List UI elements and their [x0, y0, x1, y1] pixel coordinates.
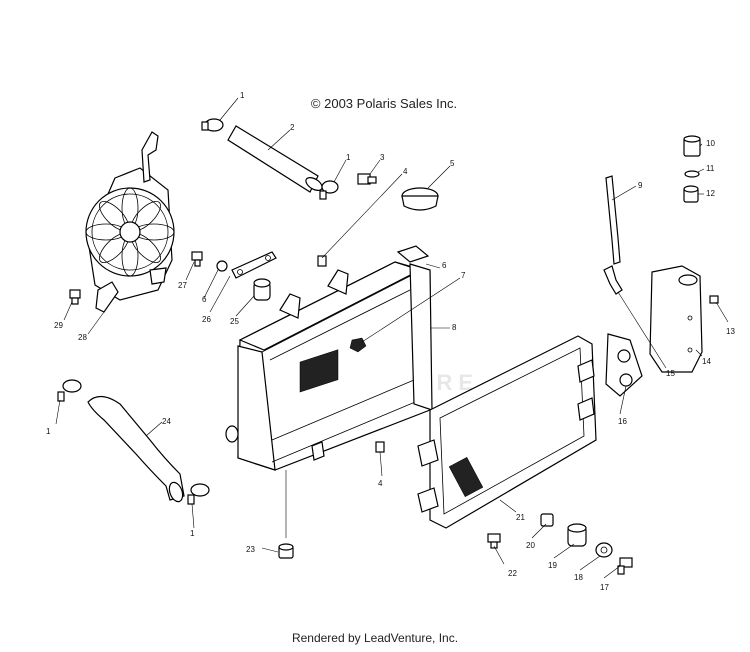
- callout-17: 17: [600, 583, 609, 592]
- callout-21: 21: [516, 513, 525, 522]
- callout-1-d: 1: [190, 529, 195, 538]
- grommet-25[interactable]: [253, 278, 271, 301]
- callout-9: 9: [638, 181, 643, 190]
- clamp-1-left[interactable]: [57, 379, 82, 402]
- bolt-17[interactable]: [617, 557, 633, 575]
- washer-18[interactable]: [595, 542, 613, 558]
- clamp-1-top[interactable]: [201, 118, 224, 132]
- bolt-29[interactable]: [69, 289, 81, 305]
- callout-27: 27: [178, 281, 187, 290]
- cap-10[interactable]: [683, 135, 701, 157]
- callout-14: 14: [702, 357, 711, 366]
- callout-13: 13: [726, 327, 735, 336]
- clip-4-bottom[interactable]: [375, 441, 385, 453]
- bracket-16[interactable]: [605, 333, 643, 397]
- callout-22: 22: [508, 569, 517, 578]
- callout-8: 8: [452, 323, 457, 332]
- callout-28: 28: [78, 333, 87, 342]
- screw-13[interactable]: [709, 295, 719, 304]
- callout-26: 26: [202, 315, 211, 324]
- hose-2[interactable]: [227, 125, 324, 193]
- footer-credit: Rendered by LeadVenture, Inc.: [291, 631, 459, 645]
- radiator-cap-5[interactable]: [401, 187, 439, 211]
- clamp-1-right[interactable]: [187, 483, 210, 505]
- bolt-27[interactable]: [191, 251, 203, 267]
- callout-1-a: 1: [240, 91, 245, 100]
- callout-10: 10: [706, 139, 715, 148]
- callout-6-a: 6: [442, 261, 447, 270]
- nut-7[interactable]: [349, 337, 367, 353]
- hose-24[interactable]: [87, 395, 185, 503]
- callout-6-b: 6: [202, 295, 207, 304]
- shroud-21[interactable]: [417, 335, 597, 529]
- washer-6[interactable]: [216, 260, 228, 272]
- callout-7: 7: [461, 271, 466, 280]
- bracket-26[interactable]: [231, 251, 277, 279]
- fitting-3[interactable]: [357, 173, 377, 185]
- callout-11: 11: [706, 164, 715, 173]
- leader-lines: [55, 97, 729, 579]
- callout-4-b: 4: [378, 479, 383, 488]
- callout-25: 25: [230, 317, 239, 326]
- callout-4-a: 4: [403, 167, 408, 176]
- callout-20: 20: [526, 541, 535, 550]
- callout-19: 19: [548, 561, 557, 570]
- callout-12: 12: [706, 189, 715, 198]
- callout-1-c: 1: [46, 427, 51, 436]
- neck-12[interactable]: [683, 185, 699, 203]
- clamp-1-mid[interactable]: [319, 180, 339, 200]
- callout-24: 24: [162, 417, 171, 426]
- coolant-reservoir-14[interactable]: [649, 265, 703, 373]
- callout-18: 18: [574, 573, 583, 582]
- grommet-19[interactable]: [567, 523, 587, 547]
- fitting-15[interactable]: [603, 265, 623, 295]
- callout-16: 16: [618, 417, 627, 426]
- callout-5: 5: [450, 159, 455, 168]
- bolt-22[interactable]: [487, 533, 501, 549]
- clip-4-top[interactable]: [317, 255, 327, 267]
- callout-2: 2: [290, 123, 295, 132]
- callout-23: 23: [246, 545, 255, 554]
- o-ring-11[interactable]: [684, 170, 700, 178]
- fan-assembly[interactable]: [85, 131, 175, 313]
- spacer-20[interactable]: [540, 513, 554, 527]
- copyright-text: © 2003 Polaris Sales Inc.: [310, 96, 458, 111]
- callout-3: 3: [380, 153, 385, 162]
- plug-23[interactable]: [278, 543, 294, 559]
- callout-1-b: 1: [346, 153, 351, 162]
- callout-15: 15: [666, 369, 675, 378]
- tube-9[interactable]: [605, 175, 621, 265]
- callout-numbers: 1 2 1 3 4 5 6 7 8 9 10 11 12 13 14 15 16…: [46, 91, 735, 592]
- callout-29: 29: [54, 321, 63, 330]
